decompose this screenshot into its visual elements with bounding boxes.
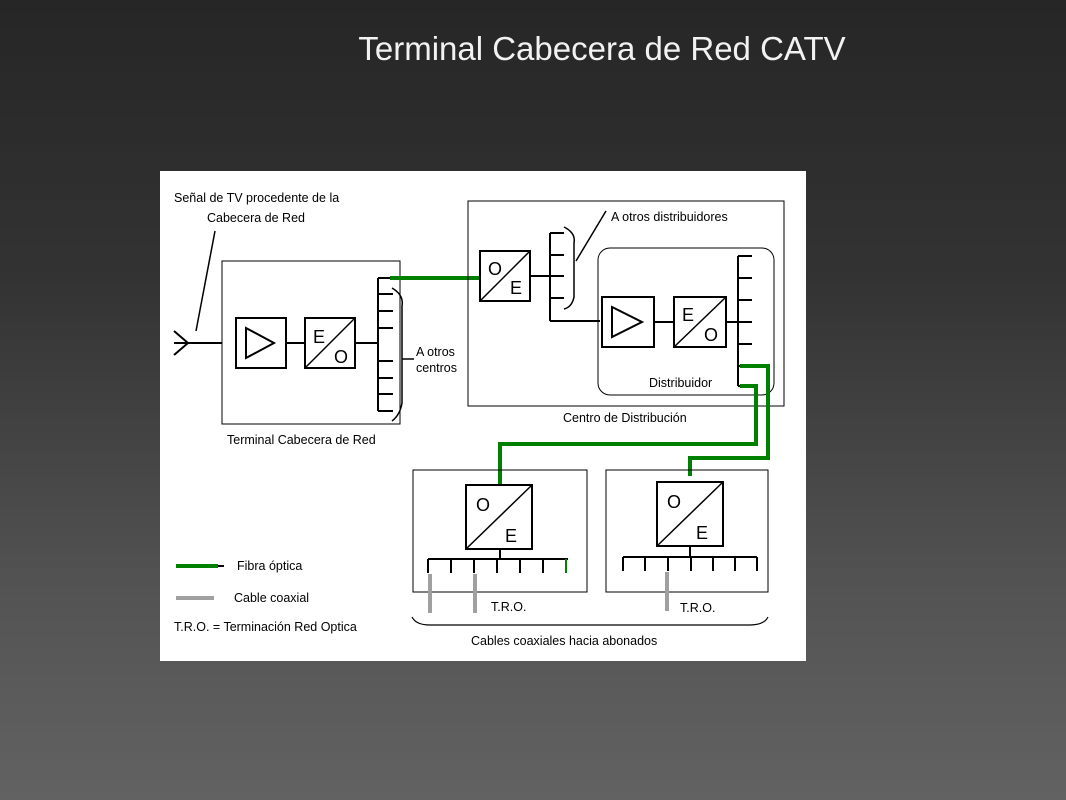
converter-letter-e: E	[313, 327, 325, 347]
converter-letter-o: O	[334, 347, 348, 367]
headend-box	[221, 260, 401, 425]
converter-letter-o: O	[476, 495, 490, 515]
tro-label-left: T.R.O.	[491, 600, 526, 614]
distribution-center-box	[467, 200, 785, 407]
optical-electrical-converter-icon: O E	[465, 484, 533, 550]
subscribers-label: Cables coaxiales hacia abonados	[471, 634, 657, 648]
tro-box-right	[605, 469, 769, 593]
other-centers-label-line2: centros	[416, 361, 457, 375]
legend-tro-definition: T.R.O. = Terminación Red Optica	[174, 620, 357, 634]
coax-tap-bus-left	[427, 549, 568, 573]
converter-letter-e: E	[505, 526, 517, 546]
other-distributors-label: A otros distribuidores	[611, 210, 728, 224]
optical-electrical-converter-icon: O E	[656, 481, 724, 547]
electrical-optical-converter-icon: E O	[304, 317, 356, 369]
coax-tap-bus-right	[622, 546, 758, 571]
tro-label-right: T.R.O.	[680, 601, 715, 615]
headend-bracket	[391, 287, 404, 422]
input-signal-label-line1: Señal de TV procedente de la	[174, 191, 339, 205]
distribution-splitter	[549, 232, 600, 322]
distributor-box	[597, 247, 775, 396]
distributor-label: Distribuidor	[649, 376, 712, 390]
catv-network-diagram: Señal de TV procedente de la Cabecera de…	[160, 171, 806, 661]
distribution-bracket	[563, 226, 576, 310]
diagram-canvas: Señal de TV procedente de la Cabecera de…	[173, 191, 785, 648]
converter-letter-o: O	[488, 259, 502, 279]
converter-letter-e: E	[682, 305, 694, 325]
fiber-link-tro-left	[498, 384, 758, 484]
optical-electrical-converter-icon: O E	[479, 250, 531, 302]
converter-letter-o: O	[704, 325, 718, 345]
tro-box-left	[412, 469, 588, 593]
fiber-link-tro-right	[688, 364, 770, 476]
electrical-optical-converter-icon: E O	[673, 296, 727, 348]
input-signal-label-line2: Cabecera de Red	[207, 211, 305, 225]
converter-letter-o: O	[667, 492, 681, 512]
input-arrow	[173, 330, 222, 356]
legend-coax-label: Cable coaxial	[234, 591, 309, 605]
input-label-pointer	[195, 230, 216, 332]
amplifier-icon	[601, 296, 655, 348]
converter-letter-e: E	[510, 278, 522, 298]
distribution-center-label: Centro de Distribución	[563, 411, 687, 425]
diagram-legend: Fibra óptica Cable coaxial T.R.O. = Term…	[174, 559, 357, 634]
subscribers-brace	[411, 616, 769, 626]
headend-label: Terminal Cabecera de Red	[227, 433, 376, 447]
legend-fiber-label: Fibra óptica	[237, 559, 302, 573]
amplifier-icon	[235, 317, 287, 369]
slide-title: Terminal Cabecera de Red CATV	[358, 30, 846, 67]
converter-letter-e: E	[696, 523, 708, 543]
other-centers-label-line1: A otros	[416, 345, 455, 359]
headend-splitter	[377, 277, 393, 412]
